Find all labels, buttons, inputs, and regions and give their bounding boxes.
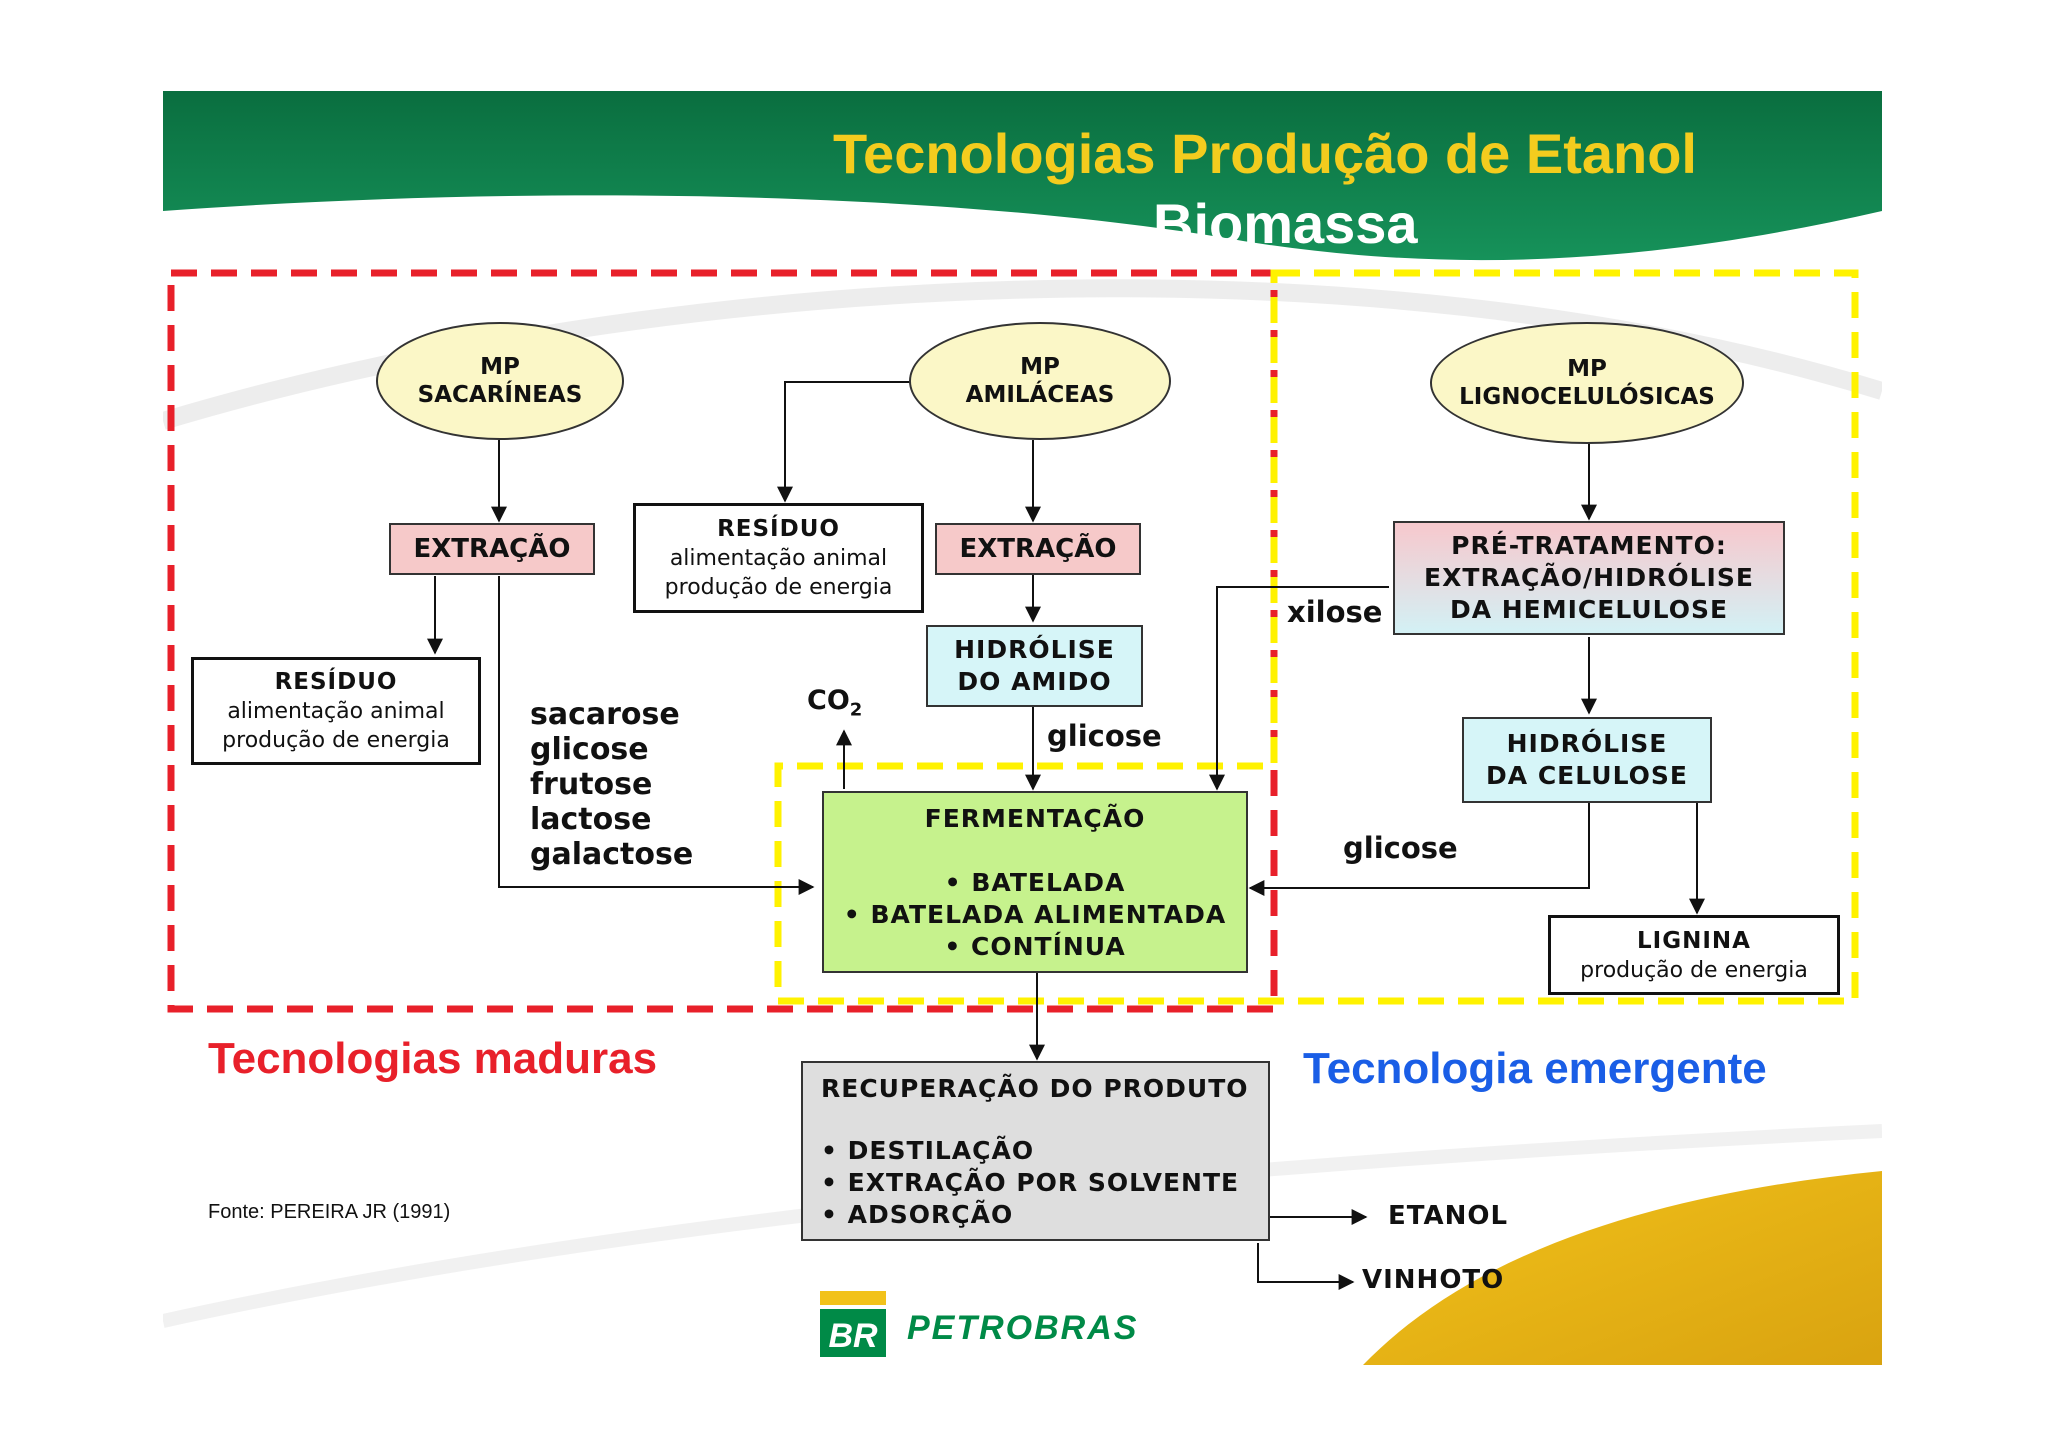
box-line: HIDRÓLISE bbox=[954, 635, 1115, 664]
xilose-label: xilose bbox=[1287, 595, 1383, 629]
logo-icon: BR bbox=[820, 1291, 886, 1357]
box-title: RESÍDUO bbox=[274, 669, 398, 695]
box-label: EXTRAÇÃO bbox=[413, 534, 571, 564]
residuo-amilaceas: RESÍDUO alimentação animal produção de e… bbox=[633, 503, 924, 613]
slide: Tecnologias Produção de Etanol Biomassa bbox=[163, 91, 1882, 1365]
fermentacao-box: FERMENTAÇÃO • BATELADA • BATELADA ALIMEN… bbox=[822, 791, 1248, 973]
box-line: alimentação animal bbox=[669, 546, 888, 571]
box-line: • CONTÍNUA bbox=[944, 932, 1126, 961]
hidrolise-celulose: HIDRÓLISE DA CELULOSE bbox=[1462, 717, 1712, 803]
box-line: • BATELADA bbox=[944, 868, 1126, 897]
box-line: • ADSORÇÃO bbox=[821, 1200, 1014, 1229]
slide-subtitle: Biomassa bbox=[1153, 192, 1418, 255]
connector bbox=[777, 381, 911, 503]
petrobras-wordmark: PETROBRAS bbox=[907, 1309, 1139, 1347]
vinhoto-label: VINHOTO bbox=[1362, 1265, 1505, 1295]
box-line: DO AMIDO bbox=[957, 667, 1112, 696]
logo-mark-text: BR bbox=[828, 1317, 878, 1355]
box-title: RESÍDUO bbox=[717, 516, 840, 542]
connector bbox=[498, 576, 815, 895]
flow-connectors bbox=[167, 269, 1859, 1290]
oval-label: LIGNOCELULÓSICAS bbox=[1459, 384, 1715, 410]
glicose-label-amido: glicose bbox=[1047, 719, 1162, 753]
feedstock-lignocelulosicas: MP LIGNOCELULÓSICAS bbox=[1430, 322, 1744, 444]
header-band bbox=[163, 91, 1882, 261]
glicose-label-celulose: glicose bbox=[1343, 831, 1458, 865]
box-title: LIGNINA bbox=[1637, 927, 1751, 954]
sugars-list: sacarose glicose frutose lactose galacto… bbox=[530, 697, 693, 872]
oval-label: MP bbox=[1567, 356, 1607, 382]
box-label: EXTRAÇÃO bbox=[959, 534, 1117, 564]
box-line: • DESTILAÇÃO bbox=[821, 1136, 1035, 1165]
box-line: EXTRAÇÃO/HIDRÓLISE bbox=[1424, 563, 1754, 592]
box-line: produção de energia bbox=[1580, 957, 1808, 983]
connector bbox=[1248, 803, 1590, 896]
feedstock-amilaceas: MP AMILÁCEAS bbox=[909, 322, 1171, 440]
box-line: • EXTRAÇÃO POR SOLVENTE bbox=[821, 1168, 1240, 1197]
hidrolise-amido: HIDRÓLISE DO AMIDO bbox=[926, 625, 1143, 707]
extracao-sacarineas: EXTRAÇÃO bbox=[389, 523, 595, 575]
box-line: DA CELULOSE bbox=[1486, 761, 1688, 790]
box-line: HIDRÓLISE bbox=[1506, 729, 1668, 758]
box-title: FERMENTAÇÃO bbox=[924, 804, 1146, 833]
residuo-sacarineas: RESÍDUO alimentação animal produção de e… bbox=[191, 657, 481, 765]
slide-title: Tecnologias Produção de Etanol bbox=[833, 122, 1697, 185]
recuperacao-box: RECUPERAÇÃO DO PRODUTO • DESTILAÇÃO • EX… bbox=[801, 1061, 1270, 1241]
box-title: RECUPERAÇÃO DO PRODUTO bbox=[821, 1074, 1249, 1103]
petrobras-logo-mark: BR bbox=[820, 1291, 886, 1357]
box-line: produção de energia bbox=[664, 575, 893, 600]
oval-label: MP bbox=[480, 354, 520, 380]
sugar-label: frutose bbox=[530, 767, 653, 802]
extracao-amilaceas: EXTRAÇÃO bbox=[935, 523, 1141, 575]
gold-corner bbox=[1363, 1171, 1882, 1365]
sugar-label: sacarose bbox=[530, 697, 680, 732]
connector bbox=[1257, 1243, 1355, 1290]
box-line: DA HEMICELULOSE bbox=[1449, 595, 1729, 624]
co2-subscript: 2 bbox=[849, 699, 863, 721]
co2-text: CO bbox=[807, 685, 850, 716]
emerging-region-border bbox=[774, 269, 1859, 1005]
box-line: • BATELADA ALIMENTADA bbox=[843, 900, 1227, 929]
box-line: alimentação animal bbox=[227, 699, 445, 724]
legend-mature: Tecnologias maduras bbox=[208, 1034, 658, 1083]
oval-label: MP bbox=[1020, 354, 1060, 380]
sugar-label: glicose bbox=[530, 732, 649, 767]
oval-label: AMILÁCEAS bbox=[965, 382, 1115, 408]
oval-label: SACARÍNEAS bbox=[417, 382, 583, 408]
feedstock-sacarineas: MP SACARÍNEAS bbox=[376, 322, 624, 440]
legend-emerging: Tecnologia emergente bbox=[1303, 1044, 1767, 1093]
sugar-label: galactose bbox=[530, 837, 694, 872]
connector bbox=[1209, 586, 1389, 791]
box-line: produção de energia bbox=[222, 728, 450, 753]
sugar-label: lactose bbox=[530, 802, 652, 837]
source-note: Fonte: PEREIRA JR (1991) bbox=[208, 1201, 451, 1223]
lignina-box: LIGNINA produção de energia bbox=[1548, 915, 1840, 995]
pre-tratamento: PRÉ-TRATAMENTO: EXTRAÇÃO/HIDRÓLISE DA HE… bbox=[1393, 521, 1785, 635]
etanol-label: ETANOL bbox=[1388, 1201, 1509, 1231]
box-line: PRÉ-TRATAMENTO: bbox=[1451, 531, 1727, 560]
co2-label: CO2 bbox=[807, 685, 862, 720]
